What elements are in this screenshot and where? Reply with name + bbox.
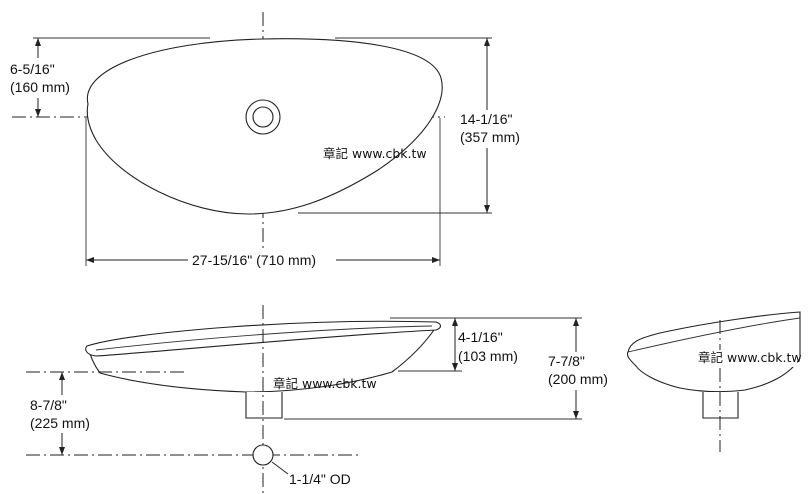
arrow-up bbox=[59, 372, 65, 380]
front-drain-stub bbox=[245, 392, 283, 419]
drain-od-label: 1-1/4" OD bbox=[289, 471, 351, 487]
top-height-half-label: 6-5/16" bbox=[10, 61, 55, 77]
front-view: 4-1/16" (103 mm) 7-7/8" (200 mm) 8-7/8" … bbox=[26, 305, 617, 494]
arrow-down bbox=[573, 411, 579, 419]
arrow-up bbox=[484, 38, 490, 46]
watermark-side: 章記 www.cbk.tw bbox=[698, 350, 802, 365]
label-bg bbox=[188, 251, 336, 269]
arrow-up bbox=[35, 38, 41, 46]
front-drain-height-mm-label: (225 mm) bbox=[30, 415, 90, 431]
front-total-height-mm-label: (200 mm) bbox=[548, 371, 608, 387]
arrow-left bbox=[86, 257, 94, 263]
top-depth-mm-label: (357 mm) bbox=[460, 129, 520, 145]
arrow-up bbox=[452, 318, 458, 326]
top-height-half-mm-label: (160 mm) bbox=[10, 79, 70, 95]
drain-leader-line bbox=[271, 461, 289, 475]
label-bg bbox=[452, 110, 534, 148]
label-bg bbox=[545, 352, 617, 390]
arrow-down bbox=[35, 109, 41, 117]
arrow-right bbox=[432, 257, 440, 263]
drain-od-circle bbox=[252, 444, 274, 466]
arrow-up bbox=[573, 318, 579, 326]
arrow-down bbox=[484, 205, 490, 213]
drain-inner-circle bbox=[252, 106, 274, 128]
front-rim-height-label: 4-1/16" bbox=[458, 329, 503, 345]
top-view: 6-5/16" (160 mm) 14-1/16" (357 mm) 27-15… bbox=[4, 12, 534, 269]
label-bg bbox=[26, 395, 102, 433]
watermark-front: 章記 www.cbk.tw bbox=[273, 376, 377, 391]
watermark-top: 章記 www.cbk.tw bbox=[323, 146, 427, 161]
top-depth-label: 14-1/16" bbox=[460, 111, 512, 127]
front-rim-height-mm-label: (103 mm) bbox=[458, 348, 518, 364]
top-width-label: 27-15/16" (710 mm) bbox=[192, 252, 316, 268]
rim-inner-edge bbox=[95, 325, 433, 351]
side-rim-line bbox=[627, 317, 801, 353]
front-total-height-label: 7-7/8" bbox=[548, 353, 585, 369]
front-drain-height-label: 8-7/8" bbox=[30, 397, 67, 413]
arrow-down bbox=[452, 363, 458, 371]
side-view: 章記 www.cbk.tw bbox=[626, 311, 802, 452]
label-bg bbox=[697, 350, 797, 367]
label-bg bbox=[4, 58, 84, 98]
arrow-down bbox=[59, 447, 65, 455]
